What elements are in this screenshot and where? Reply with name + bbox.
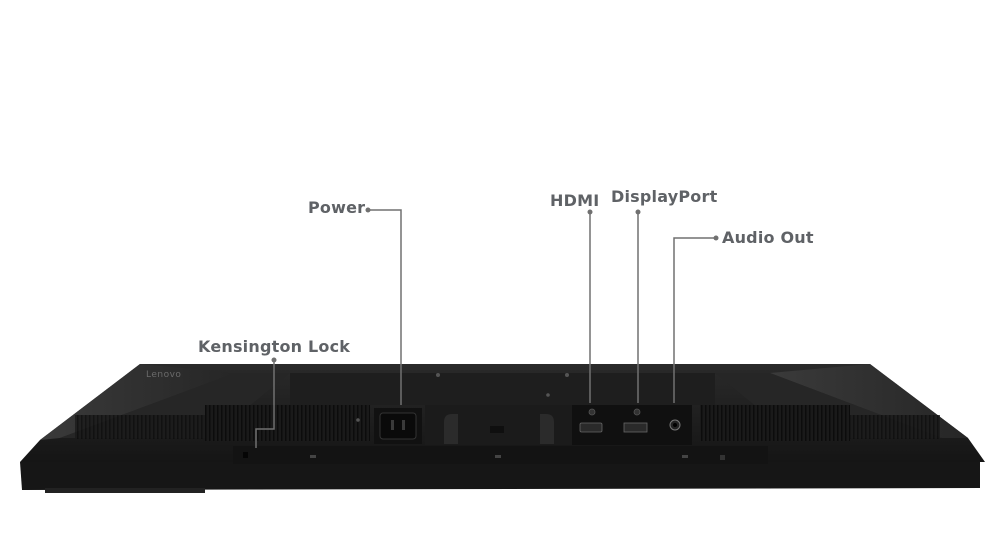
displayport-port	[623, 422, 648, 433]
vent-strip-right	[700, 405, 850, 441]
kensington-leader	[255, 360, 275, 448]
upper-back-panel	[290, 373, 715, 405]
stand-hinge-right	[540, 414, 554, 444]
vent-strip-right-outer	[850, 415, 940, 439]
power-label: Power	[308, 198, 366, 217]
audio-out-leader	[673, 237, 716, 403]
vesa-hole	[356, 418, 360, 422]
stand-latch	[490, 426, 504, 433]
kensington-lock-label: Kensington Lock	[198, 337, 351, 356]
power-port	[379, 412, 417, 440]
vent-strip-left-outer	[75, 415, 205, 439]
vesa-hole	[546, 393, 550, 397]
hdmi-port	[579, 422, 603, 433]
power-leader	[368, 209, 402, 405]
vesa-hole	[565, 373, 569, 377]
callout-leaders	[255, 209, 716, 448]
monitor-foot-strip	[45, 488, 205, 493]
monitor-bottom-slab	[20, 462, 980, 490]
brand-logo: Lenovo	[146, 370, 182, 380]
vesa-hole	[436, 373, 440, 377]
kensington-slot	[243, 452, 248, 458]
displayport-marker	[633, 408, 641, 416]
vent-strip-left	[205, 405, 370, 441]
hdmi-label: HDMI	[550, 191, 600, 210]
hdmi-port-marker	[588, 408, 596, 416]
audio-out-label: Audio Out	[722, 228, 814, 247]
displayport-label: DisplayPort	[611, 187, 718, 206]
callout-dots	[271, 207, 719, 363]
stand-hinge-left	[444, 414, 458, 444]
